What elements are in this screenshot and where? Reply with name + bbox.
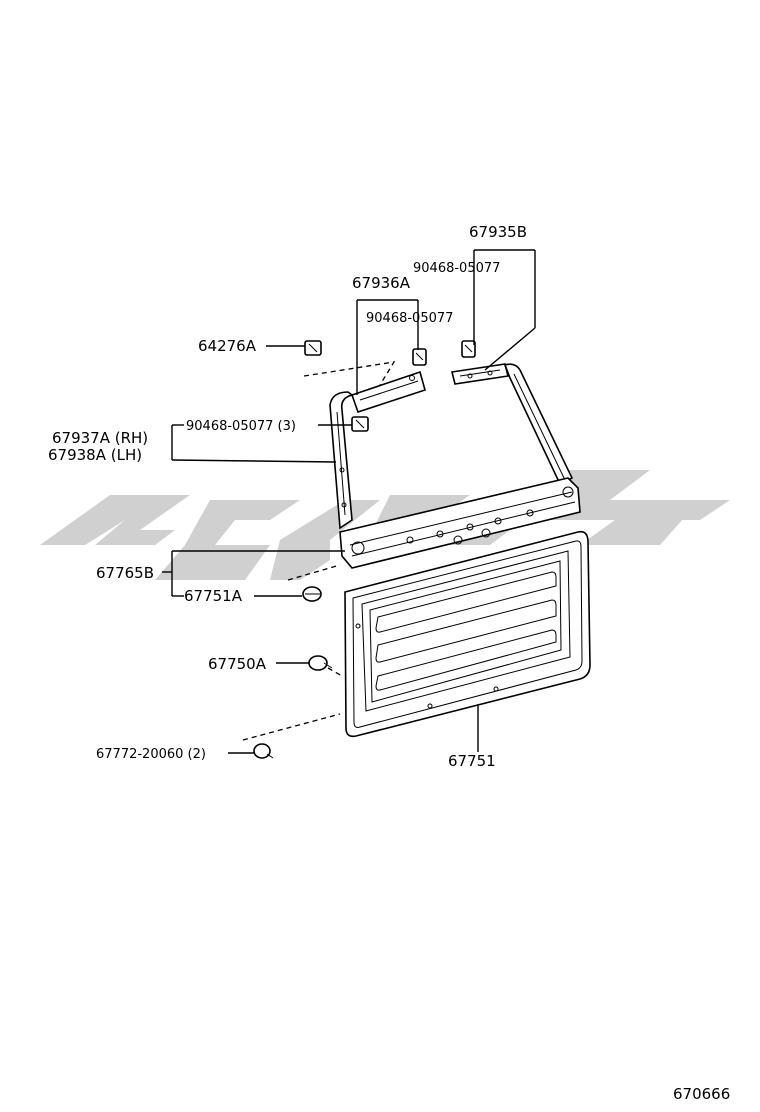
fastener-67772 [253, 743, 274, 759]
side-trim-67938A [503, 363, 574, 486]
fastener-67750A [308, 655, 333, 671]
label-90468-c: 90468-05077 (3) [186, 419, 296, 434]
label-67751: 67751 [448, 752, 496, 770]
label-67772: 67772-20060 (2) [96, 747, 206, 762]
lower-trim-67765B [339, 477, 581, 569]
side-trim-67937A [329, 391, 354, 530]
upper-trim-67936A [350, 370, 426, 414]
label-67937A: 67937A (RH) [52, 429, 148, 447]
label-67938A: 67938A (LH) [48, 446, 142, 464]
part-labels: 67935B 90468-05077 67936A 90468-05077 64… [48, 223, 730, 1103]
label-67751A: 67751A [184, 587, 243, 605]
assembly-lines [242, 361, 396, 741]
leader-lines [162, 249, 536, 754]
clip-64276A [304, 340, 322, 356]
label-64276A: 64276A [198, 337, 257, 355]
fastener-67751A [302, 586, 322, 602]
upper-trim-67935B [451, 363, 509, 385]
clip-90468-b [412, 348, 427, 366]
diagram-id: 670666 [673, 1085, 730, 1103]
label-67765B: 67765B [96, 564, 154, 582]
clip-90468-a [461, 340, 476, 358]
label-67750A: 67750A [208, 655, 267, 673]
clip-90468-c [351, 416, 369, 432]
label-67935B: 67935B [469, 223, 527, 241]
label-90468-b: 90468-05077 [366, 311, 453, 326]
label-90468-a: 90468-05077 [413, 261, 500, 276]
label-67936A: 67936A [352, 274, 411, 292]
door-panel-67751 [344, 530, 591, 738]
